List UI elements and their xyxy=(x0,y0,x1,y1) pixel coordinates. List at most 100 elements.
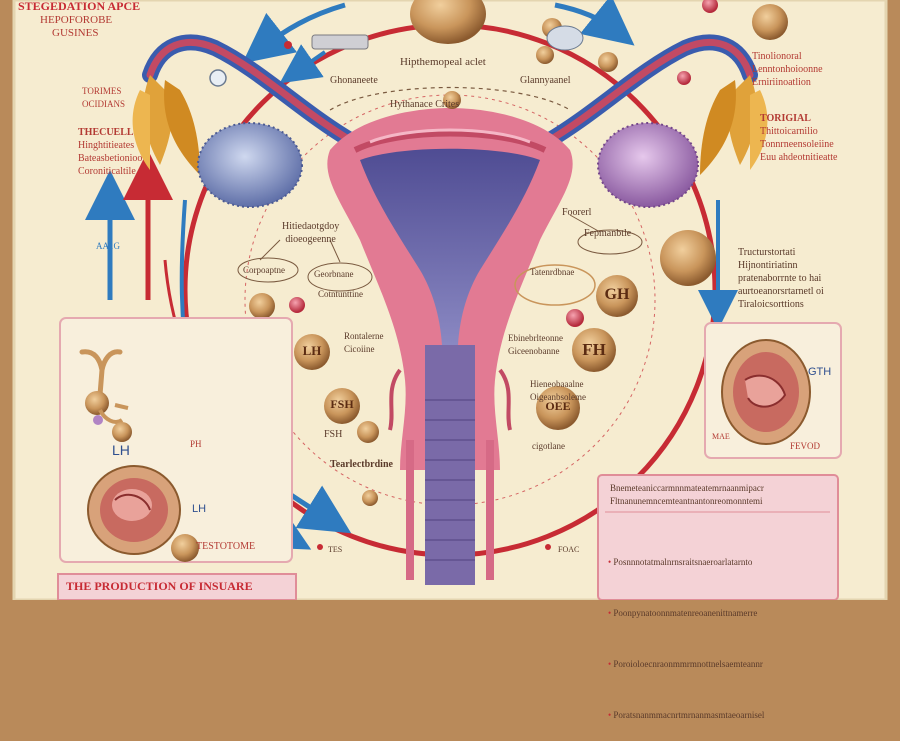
left-ovary xyxy=(198,123,302,207)
right-mid-body-1: Thittoicarnilio xyxy=(760,126,818,137)
top-center-3: Hythanace Crites xyxy=(390,99,460,110)
right-side-1: Tructurstortati xyxy=(738,247,796,258)
right-side-3: pratenaborrnte to hai xyxy=(738,273,822,284)
bottom-small-mid: FOAC xyxy=(558,545,580,554)
lh-ball xyxy=(294,334,330,370)
gh-label: GH xyxy=(604,286,630,303)
center-left-oval2: Georbnane xyxy=(314,269,354,279)
center-left-2: dioeogeenne xyxy=(285,234,336,245)
bottom-small-left: TES xyxy=(328,545,343,554)
right-note2-2: Oigeanbsoleme xyxy=(530,392,586,402)
left-mid-title: THECUELL xyxy=(78,127,134,138)
right-fimbriae xyxy=(700,75,768,175)
right-panel-caption: FEVOD xyxy=(790,441,821,451)
right-upper-3: Erniriinoatlion xyxy=(752,77,811,88)
lh-note-2: Cicoiine xyxy=(344,344,375,354)
center-left-fsh-note: FSH xyxy=(324,429,343,440)
info-bullet-3: Poroioloecnraonmmrmnottnelsaemteannr xyxy=(613,659,763,669)
center-left-oval1: Corpoaptne xyxy=(243,265,285,275)
left-fimbriae xyxy=(132,75,200,175)
center-bottom-left: Tearlectbrdine xyxy=(330,459,393,470)
follicle-top-right xyxy=(752,4,788,40)
footer-banner xyxy=(57,573,297,600)
center-right-oval: Tatenrdbnae xyxy=(530,267,575,277)
arrow-top-left2 xyxy=(279,44,327,84)
left-panel-bullet: PH xyxy=(190,439,202,449)
right-upper-2: Lenntonhoioonne xyxy=(752,64,823,75)
top-center-2: Ghonaneete xyxy=(330,75,378,86)
left-mid-body-1: Hinghtitieates xyxy=(78,140,135,151)
footer-title: THE PRODUCTION OF INSUARE xyxy=(66,579,253,593)
top-follicle xyxy=(410,0,486,44)
left-panel-caption: TESTOTOME xyxy=(196,541,256,552)
center-right-bottom: cigotlane xyxy=(532,441,565,451)
follicle-right-big xyxy=(660,230,716,286)
arrow-top-left xyxy=(242,2,346,64)
top-center-1: Hipthemopeal aclet xyxy=(400,56,486,68)
header-sub-2: GUSINES xyxy=(52,27,98,40)
right-mid-body-3: Euu ahdeotnitieatte xyxy=(760,152,838,163)
right-side-5: Tiraloicsorttions xyxy=(738,299,804,310)
right-note1-1: Ebinebrlteonne xyxy=(508,333,563,343)
info-bullet: • Poratsnanmmacnrtmrnanmasmtaeoarnisel xyxy=(608,710,765,720)
header-title: STEGEDATION APCE xyxy=(18,0,140,13)
right-mid-title: TORIGIAL xyxy=(760,113,811,124)
center-left-sub: Cotntunttine xyxy=(318,289,363,299)
lh-label: LH xyxy=(302,343,322,358)
oee-ball xyxy=(536,386,580,430)
left-upper-label: TORIMES OCIDIANS xyxy=(82,85,125,111)
gh-ball xyxy=(596,275,638,317)
right-side-4: aurtoeanorsrtarnetl oi xyxy=(738,286,824,297)
right-mid-body-2: Tonnrneensoleiine xyxy=(760,139,834,150)
left-upper-1: TORIMES xyxy=(82,86,122,96)
reproductive-cycle-diagram xyxy=(12,0,888,600)
diagram-stage: STEGEDATION APCE HEPOFOROBE GUSINES TORI… xyxy=(12,0,888,720)
fh-ball xyxy=(572,328,616,372)
info-heading-1: Bnemeteaniccarmnnmateatemrnaanmipacr xyxy=(610,483,764,493)
info-bullet-2: Poonpynatoonnmatenreoanenittnamerre xyxy=(613,608,758,618)
left-upper-2: OCIDIANS xyxy=(82,99,126,109)
right-upper-1: Tinolionoral xyxy=(752,51,802,62)
info-box xyxy=(597,474,839,600)
info-bullet-4: Poratsnanmmacnrtmrnanmasmtaeoarnisel xyxy=(613,710,765,720)
uterine-cavity xyxy=(360,148,540,345)
header-sub-1: HEPOFOROBE xyxy=(40,14,112,27)
info-bullet: • Poroioloecnraonmmrmnottnelsaemteannr xyxy=(608,659,763,669)
info-bullet-1: Posnnnotatmalnrnsraitsnaeroarlatarnto xyxy=(613,557,753,567)
vaginal-canal xyxy=(425,345,475,585)
right-note1-2: Giceenobanne xyxy=(508,346,560,356)
center-right-2: Fepmanbtle xyxy=(584,228,632,239)
arrow-top-right xyxy=(554,0,635,46)
center-left-1: Hitiedaotgdoy xyxy=(282,221,340,232)
fsh-ball xyxy=(324,388,360,424)
right-side-2: Hijnontiriatinn xyxy=(738,260,798,271)
fsh-label: FSH xyxy=(330,397,354,411)
right-panel-gth: GTH xyxy=(808,366,832,378)
left-panel-lh2: LH xyxy=(192,503,207,515)
brain-stalk xyxy=(79,349,123,398)
top-right-label: Glannyaanel xyxy=(520,75,571,86)
center-left-block: Hitiedaotgdoy dioeogeenne xyxy=(282,220,339,246)
info-bullet: • Poonpynatoonnmatenreoanenittnamerre xyxy=(608,608,758,618)
left-mid-body-3: Coroniticaltile xyxy=(78,166,136,177)
header-line-2: HEPOFOROBE xyxy=(40,14,113,26)
info-box-bullets: • Posnnnotatmalnrnsraitsnaeroarlatarnto … xyxy=(608,520,764,741)
right-ovary xyxy=(598,123,698,207)
center-right-1: Foorerl xyxy=(562,207,592,218)
header-line-1: STEGEDATION APCE xyxy=(18,0,141,13)
right-note2-1: Hieneobaaalne xyxy=(530,379,584,389)
oee-label: OEE xyxy=(545,399,571,413)
left-panel-lh: LH xyxy=(112,442,130,458)
top-capsule xyxy=(311,34,369,50)
fh-label: FH xyxy=(582,340,606,359)
info-heading-2: Fltnanunemncemteantnantonreomonntemi xyxy=(610,496,763,506)
